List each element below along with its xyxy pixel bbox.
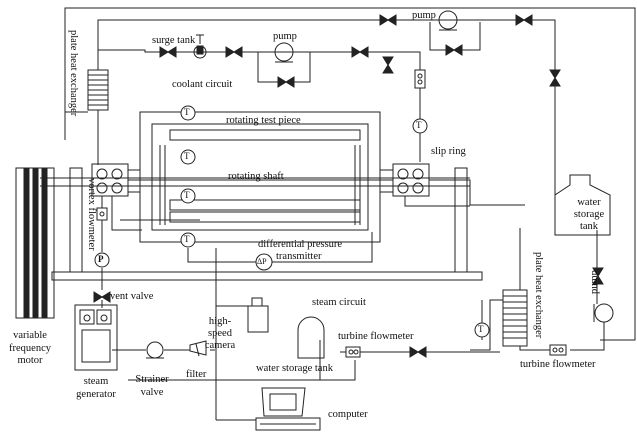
label-turbine-flowmeter-right: turbine flowmeter — [520, 359, 596, 370]
label-high-speed-camera: high-speed camera — [204, 316, 236, 352]
valve-mid — [409, 346, 427, 358]
label-variable-frequency-motor: variable frequency motor — [9, 330, 51, 367]
filter — [189, 340, 207, 357]
label-plate-hx-left: plate heat exchanger — [68, 30, 79, 117]
test-piece — [128, 111, 393, 243]
camera — [216, 297, 269, 333]
label-water-tank-mid: water storage tank — [256, 363, 333, 374]
computer — [255, 387, 321, 431]
valves-top — [159, 14, 604, 285]
plate-hx-left — [64, 50, 109, 165]
label-water-tank-right: water storage tank — [573, 197, 605, 233]
label-pump-top-right: pump — [412, 10, 436, 21]
left-pipes — [101, 196, 373, 421]
steam-generator — [74, 291, 118, 371]
label-slip-ring: slip ring — [431, 146, 466, 157]
temp-sensor-2: T — [184, 151, 190, 161]
temp-sensor-6: T — [478, 324, 484, 334]
delta-p-sensor: ΔP — [257, 257, 267, 266]
label-vent-valve: vent valve — [110, 291, 154, 302]
plate-hx-right — [502, 289, 528, 347]
label-steam-circuit: steam circuit — [312, 297, 366, 308]
label-rotating-shaft: rotating shaft — [228, 171, 284, 182]
label-coolant-circuit: coolant circuit — [172, 79, 233, 90]
label-pump-top: pump — [273, 31, 297, 42]
slip-ring-left — [91, 163, 129, 197]
pressure-sensor: P — [98, 254, 104, 264]
label-differential-pressure: differential pressure — [258, 239, 343, 250]
slip-ring-right — [392, 163, 430, 197]
right-pipes — [404, 179, 605, 351]
temp-sensor-3: T — [184, 190, 190, 200]
label-strainer-valve: Strainer valve — [135, 374, 169, 398]
temp-sensor-5: T — [416, 120, 422, 130]
label-steam-generator: steam generator — [76, 376, 116, 400]
small-flowmeters — [96, 69, 567, 358]
pump-symbols — [146, 10, 614, 359]
label-transmitter: transmitter — [276, 251, 322, 262]
temp-sensor-4: T — [184, 234, 190, 244]
label-vortex-flowmeter: vortex flowmeter — [86, 178, 97, 251]
steam-circuit-pipes — [101, 299, 503, 381]
label-plate-hx-right: plate heat exchanger — [533, 252, 544, 339]
surge-tank — [193, 34, 207, 59]
label-filter: filter — [186, 369, 207, 380]
sensor-circles — [94, 105, 490, 338]
label-surge-tank: surge tank — [152, 35, 196, 46]
label-computer: computer — [328, 409, 368, 420]
label-pump-right: pump — [589, 270, 600, 294]
temp-sensor-1: T — [184, 107, 190, 117]
label-turbine-flowmeter-mid: turbine flowmeter — [338, 331, 414, 342]
water-tank-mid — [297, 316, 325, 359]
label-rotating-test-piece: rotating test piece — [226, 115, 301, 126]
motor-bars — [15, 167, 55, 319]
water-tank-right — [554, 174, 611, 236]
